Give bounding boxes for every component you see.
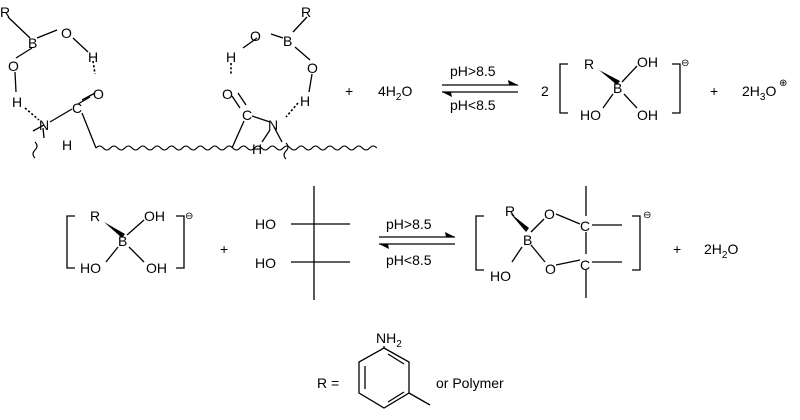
atom-OH: OH	[637, 107, 658, 123]
atom-C: C	[242, 107, 252, 123]
plus-sign: +	[710, 83, 718, 99]
amine-group: NH2	[376, 330, 402, 350]
negative-charge: ⊖	[185, 211, 193, 222]
left-hbond-n	[24, 107, 40, 121]
negative-charge: ⊖	[681, 58, 689, 69]
plus-sign: +	[673, 241, 681, 257]
atom-C: C	[580, 257, 590, 273]
atom-H: H	[62, 137, 72, 153]
boronate-anion-product: R B OH OH HO ⊖	[559, 54, 689, 123]
atom-N: N	[39, 117, 49, 133]
atom-HO: HO	[255, 216, 276, 232]
atom-C: C	[580, 218, 590, 234]
atom-B: B	[283, 33, 292, 49]
atom-O: O	[61, 25, 72, 41]
atom-H: H	[12, 94, 22, 110]
atom-OH: OH	[146, 260, 167, 276]
atom-R: R	[301, 4, 311, 20]
r-group-definition: R = NH2 or Polymer	[317, 330, 504, 409]
water-product: 2H2O	[704, 241, 738, 261]
atom-OH: OH	[144, 208, 165, 224]
atom-H: H	[88, 49, 98, 65]
negative-charge: ⊖	[643, 210, 651, 221]
atom-B: B	[28, 35, 37, 51]
atom-N: N	[268, 117, 278, 133]
plus-sign: +	[220, 241, 228, 257]
atom-B: B	[613, 80, 622, 96]
cyclic-boronate-ester: R B O O C C HO ⊖	[475, 186, 651, 298]
equilibrium-arrow-1: pH>8.5 pH<8.5	[442, 63, 518, 113]
atom-O: O	[250, 28, 261, 44]
atom-O: O	[8, 58, 19, 74]
atom-H: H	[252, 141, 262, 157]
stoichiometric-coefficient: 2	[541, 83, 549, 99]
arrow-condition-reverse: pH<8.5	[450, 97, 496, 113]
plus-sign: +	[345, 83, 353, 99]
arrow-condition-forward: pH>8.5	[450, 63, 496, 79]
atom-O: O	[545, 261, 556, 277]
atom-H: H	[300, 93, 310, 109]
atom-B: B	[118, 233, 127, 249]
atom-O: O	[93, 86, 104, 102]
r-equals-label: R =	[317, 375, 339, 391]
atom-HO: HO	[255, 255, 276, 271]
arrow-condition-reverse: pH<8.5	[386, 252, 432, 268]
or-polymer-label: or Polymer	[436, 375, 504, 391]
vicinal-diol: HO HO	[255, 186, 350, 300]
atom-R: R	[584, 56, 594, 72]
right-hbond-n	[285, 102, 299, 118]
benzene-ring	[358, 346, 431, 409]
atom-R: R	[0, 4, 10, 20]
equilibrium-arrow-2: pH>8.5 pH<8.5	[379, 216, 455, 268]
atom-HO: HO	[580, 107, 601, 123]
right-wavy-bond	[283, 142, 289, 160]
atom-B: B	[523, 232, 532, 248]
atom-R: R	[505, 203, 515, 219]
atom-O: O	[222, 86, 233, 102]
positive-charge: ⊕	[779, 78, 787, 89]
bis-amide-complex: R B O H O O C H N H R B O H O O C H N H	[0, 4, 378, 160]
arrow-condition-forward: pH>8.5	[386, 216, 432, 232]
atom-H: H	[226, 49, 236, 65]
atom-O: O	[307, 60, 318, 76]
atom-R: R	[90, 208, 100, 224]
water-reagent: 4H2O	[378, 83, 412, 103]
left-wavy-bond	[32, 141, 38, 159]
left-hbond-o	[92, 60, 96, 75]
atom-HO: HO	[490, 268, 511, 284]
atom-OH: OH	[637, 54, 658, 70]
atom-HO: HO	[80, 260, 101, 276]
atom-C: C	[72, 100, 82, 116]
hydronium-product: 2H3O	[742, 83, 776, 103]
boronate-anion-reactant: R B OH OH HO ⊖	[66, 208, 193, 276]
atom-O: O	[544, 206, 555, 222]
polymer-chain	[95, 145, 378, 151]
